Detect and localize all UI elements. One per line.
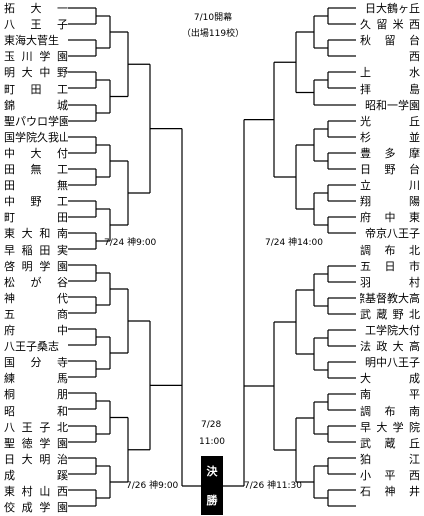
left-team-10: 中大付 xyxy=(4,146,68,160)
left-team-7: 錦城 xyxy=(4,98,68,112)
right-team-26: 調布南 xyxy=(360,404,420,418)
left-team-30: 成蹊 xyxy=(4,468,68,482)
right-team-25: 南平 xyxy=(360,388,420,402)
left-team-26: 昭和 xyxy=(4,404,68,418)
left-team-16: 早稲田実 xyxy=(4,243,68,257)
left-team-29: 日大明治 xyxy=(4,452,68,466)
right-team-30: 小平西 xyxy=(360,468,420,482)
right-team-8: 光丘 xyxy=(360,114,420,128)
left-team-1: 拓大一 xyxy=(4,2,68,15)
left-team-20: 五商 xyxy=(4,307,68,321)
left-semifinal-schedule: 7/24 神9:00 xyxy=(104,238,157,248)
right-team-15: 帝京八王子 xyxy=(365,227,420,241)
right-team-27: 早大学院 xyxy=(360,420,420,434)
left-team-21: 府中 xyxy=(4,324,68,337)
left-team-31: 東村山西 xyxy=(4,485,68,498)
left-team-27: 八王子北 xyxy=(4,420,68,434)
final-label-bottom: 勝 xyxy=(206,494,218,508)
left-team-4: 玉川学園 xyxy=(4,50,68,64)
left-team-13: 中野工 xyxy=(4,195,68,209)
left-team-28: 聖徳学園 xyxy=(4,436,68,450)
right-team-5: 上水 xyxy=(360,66,420,80)
right-team-21: 工学院大付 xyxy=(365,324,420,337)
left-team-32: 佼成学園 xyxy=(4,501,68,515)
left-team-19: 神代 xyxy=(4,291,68,305)
left-team-17: 啓明学園 xyxy=(4,259,68,273)
right-team-2: 久留米西 xyxy=(360,18,420,32)
right-team-11: 日野台 xyxy=(360,163,420,176)
left-team-24: 練馬 xyxy=(4,372,68,386)
right-team-20: 武蔵野北 xyxy=(360,307,420,321)
right-team-6: 拝島 xyxy=(360,82,420,96)
right-team-9: 杉並 xyxy=(360,130,420,144)
right-team-14: 府中東 xyxy=(360,211,420,225)
right-team-17: 五日市 xyxy=(360,259,420,273)
right-team-16: 調布北 xyxy=(360,243,420,257)
right-team-1: 日大鶴ヶ丘 xyxy=(365,2,420,15)
right-team-3: 秋留台 xyxy=(360,34,420,48)
left-team-6: 町田工 xyxy=(4,82,68,96)
right-team-23: 明中八王子 xyxy=(365,356,420,370)
left-team-14: 町田 xyxy=(4,211,68,225)
right-team-10: 豊多摩 xyxy=(360,146,420,160)
right-team-29: 狛江 xyxy=(360,452,420,466)
final-date: 7/28 xyxy=(201,420,222,430)
left-team-12: 田無 xyxy=(4,179,68,193)
final-time: 11:00 xyxy=(199,437,225,447)
tournament-start: 7/10開幕 xyxy=(193,13,233,23)
right-path-schedule: 7/26 神11:30 xyxy=(244,481,303,491)
left-team-5: 明大中野 xyxy=(4,66,68,80)
left-team-2: 八王子 xyxy=(4,18,68,32)
left-path-schedule: 7/26 神9:00 xyxy=(126,481,179,491)
participant-count: （出場119校） xyxy=(181,29,245,39)
right-team-31: 石神井 xyxy=(360,485,420,498)
left-team-25: 桐朋 xyxy=(4,388,68,402)
final-label-top: 決 xyxy=(206,464,218,478)
final-match-box: 決 勝 xyxy=(201,456,223,515)
right-team-24: 大成 xyxy=(360,372,420,386)
left-team-11: 田無工 xyxy=(4,163,68,176)
right-team-28: 武蔵丘 xyxy=(360,436,420,450)
left-team-22: 八王子桑志 xyxy=(4,340,59,354)
right-team-18: 羽村 xyxy=(360,275,420,289)
right-team-4: 西 xyxy=(409,50,420,64)
right-team-7: 昭和一学園 xyxy=(365,98,420,112)
left-team-23: 国分寺 xyxy=(4,356,68,370)
left-team-8: 聖パウロ学園 xyxy=(4,114,68,128)
right-team-12: 立川 xyxy=(360,179,420,193)
left-team-9: 国学院久我山 xyxy=(4,130,68,144)
right-team-13: 翔陽 xyxy=(360,195,420,209)
right-team-22: 法政大高 xyxy=(360,340,420,354)
left-team-15: 東大和南 xyxy=(4,227,68,241)
left-team-18: 松が谷 xyxy=(4,275,68,289)
right-semifinal-schedule: 7/24 神14:00 xyxy=(265,238,324,248)
right-team-19: 国際基督教大高 xyxy=(360,291,420,305)
left-team-3: 東海大菅生 xyxy=(4,34,59,48)
